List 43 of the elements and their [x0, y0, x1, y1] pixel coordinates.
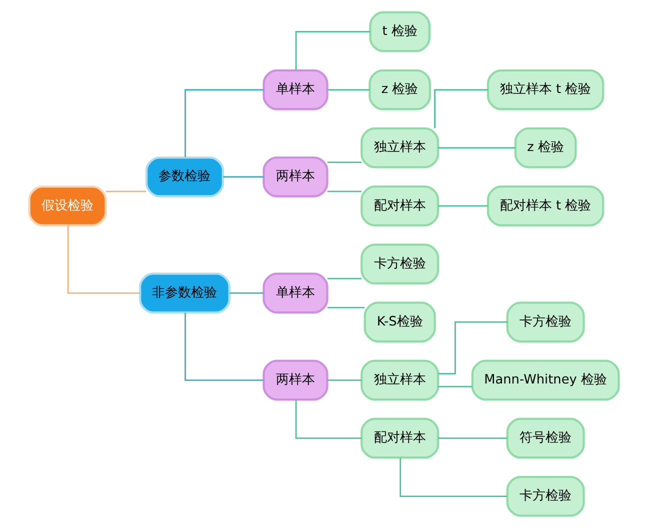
connector	[106, 190, 146, 192]
connector	[400, 458, 508, 498]
connector	[327, 162, 362, 164]
connector	[438, 438, 508, 439]
node-box: t 检验	[369, 11, 430, 52]
node-box: K-S检验	[364, 302, 436, 343]
connector	[223, 176, 264, 178]
node-box: 卡方检验	[360, 244, 440, 284]
node-box: 独立样本	[360, 127, 440, 168]
node-box: 非参数检验	[139, 272, 230, 314]
node-box: 单样本	[262, 272, 328, 314]
node-box: 配对样本	[360, 418, 440, 459]
node-box: 参数检验	[145, 156, 224, 198]
connector	[229, 292, 264, 294]
connector	[438, 321, 508, 374]
node-box: 假设检验	[28, 185, 107, 226]
connector	[327, 89, 370, 90]
connector	[327, 379, 362, 381]
connector	[327, 278, 362, 280]
connector	[67, 226, 140, 294]
node-box: 配对样本	[360, 185, 440, 226]
node-box: 独立样本 t 检验	[486, 69, 604, 110]
connector	[434, 89, 488, 128]
node-box: 两样本	[262, 360, 328, 401]
node-box: 卡方检验	[506, 302, 585, 343]
node-box: Mann-Whitney 检验	[471, 360, 620, 401]
node-box: 符号检验	[506, 418, 585, 459]
node-box: 配对样本 t 检验	[486, 185, 604, 226]
node-box: 卡方检验	[506, 476, 585, 517]
connector	[184, 89, 264, 158]
node-box: z 检验	[514, 127, 577, 168]
connector	[327, 306, 365, 308]
connector	[438, 147, 516, 149]
connector	[295, 30, 370, 70]
node-box: z 检验	[368, 69, 432, 110]
node-box: 单样本	[262, 69, 328, 110]
connector	[327, 190, 362, 192]
connector	[438, 205, 488, 207]
node-box: 独立样本	[360, 360, 440, 401]
connector	[438, 386, 472, 388]
connector	[184, 312, 264, 381]
connector	[295, 400, 362, 439]
node-box: 两样本	[262, 156, 328, 198]
